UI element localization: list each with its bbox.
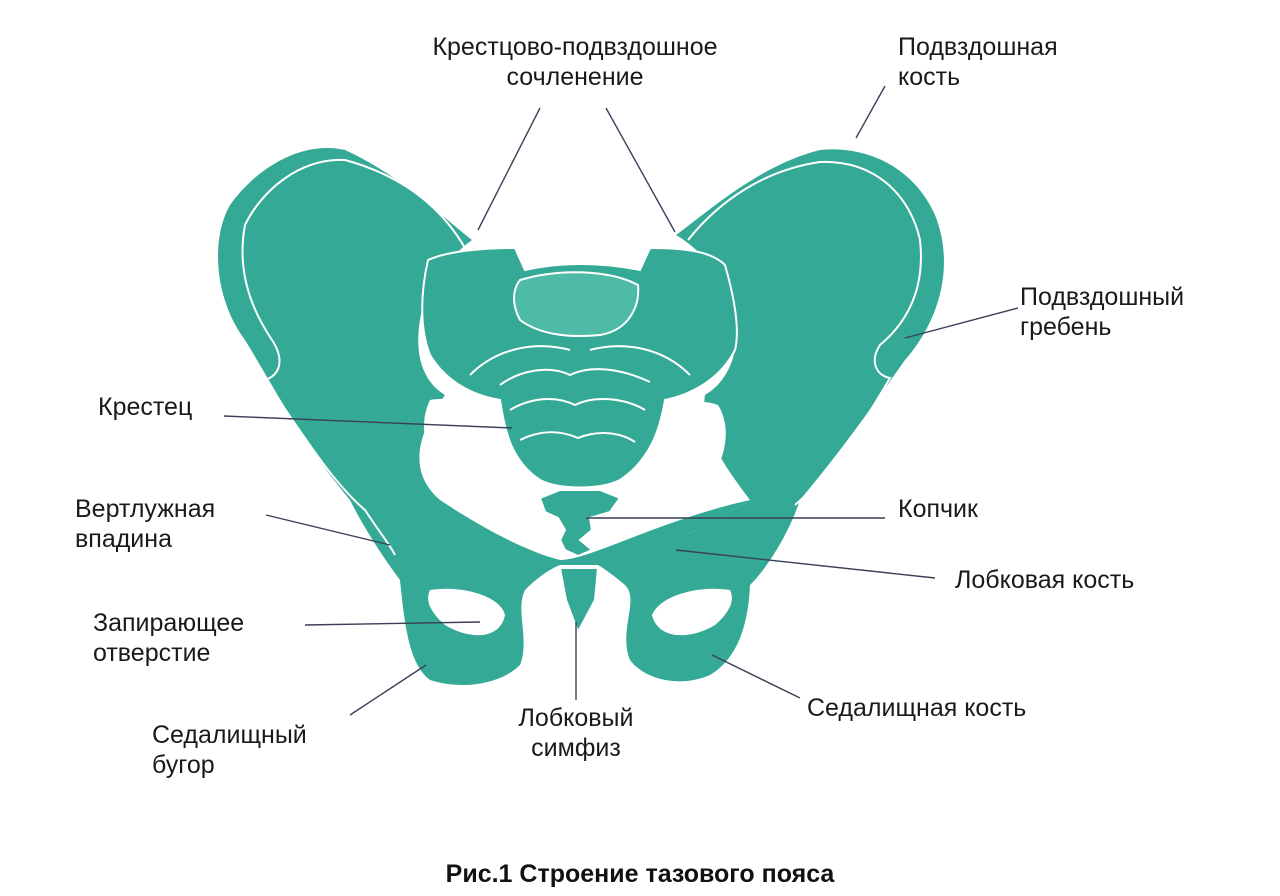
left-pelvic-opening <box>424 399 541 526</box>
label-line: впадина <box>75 525 172 553</box>
label-obturator-foramen: Запирающее отверстие <box>93 608 244 668</box>
label-ischium: Седалищная кость <box>807 693 1026 723</box>
label-sacroiliac-joint: Крестцово-подвздошное сочленение <box>400 32 750 92</box>
coccyx <box>538 489 622 558</box>
label-pubic-bone: Лобковая кость <box>955 565 1134 595</box>
label-line: Подвздошная <box>898 33 1058 61</box>
label-line: Крестцово-подвздошное <box>432 33 718 61</box>
right-pelvic-opening <box>614 401 726 526</box>
sacrum <box>421 246 738 489</box>
leader-sacroiliac-left <box>477 107 541 231</box>
label-line: симфиз <box>531 734 621 762</box>
label-line: Подвздошный <box>1020 283 1185 311</box>
leader-sacrum <box>223 415 513 429</box>
label-ilium: Подвздошная кость <box>898 32 1058 92</box>
label-line: Крестец <box>98 393 193 421</box>
left-iliac-inner-outline <box>241 158 466 556</box>
label-line: бугор <box>152 751 215 779</box>
label-line: отверстие <box>93 639 211 667</box>
leader-ilium <box>855 85 886 139</box>
label-acetabulum: Вертлужная впадина <box>75 494 215 554</box>
left-obturator-foramen <box>428 588 505 636</box>
sacral-ridge <box>519 431 636 443</box>
leader-acetabulum <box>265 514 391 546</box>
leader-iliac-crest <box>904 307 1019 339</box>
label-line: гребень <box>1020 313 1112 341</box>
label-line: Лобковый <box>518 704 634 732</box>
label-line: Седалищная кость <box>807 694 1027 722</box>
left-hip-bone <box>218 148 750 686</box>
label-line: сочленение <box>506 63 644 91</box>
leader-sacroiliac-right <box>605 107 676 233</box>
label-sacrum: Крестец <box>98 392 192 422</box>
label-pubic-symphysis: Лобковый симфиз <box>476 703 676 763</box>
label-ischial-tuberosity: Седалищный бугор <box>152 720 307 780</box>
sacral-base <box>513 271 640 338</box>
leader-lines <box>223 85 1019 716</box>
leader-ischial-tuberosity <box>349 664 427 716</box>
label-coccyx: Копчик <box>898 494 978 524</box>
sacral-ridge <box>499 368 651 386</box>
figure-caption: Рис.1 Строение тазового пояса <box>445 860 835 888</box>
leader-pubic-bone <box>675 549 936 579</box>
label-line: Вертлужная <box>75 495 216 523</box>
pubic-symphysis <box>558 567 600 635</box>
sacral-ridge <box>509 398 646 411</box>
label-line: Седалищный <box>152 721 307 749</box>
label-line: кость <box>898 63 961 91</box>
right-hip-bone <box>598 149 944 682</box>
label-line: Копчик <box>898 495 978 523</box>
sacral-ridge <box>469 345 691 376</box>
label-iliac-crest: Подвздошный гребень <box>1020 282 1184 342</box>
leader-obturator <box>304 621 481 626</box>
label-line: Запирающее <box>93 609 245 637</box>
right-obturator-foramen <box>652 588 732 636</box>
right-iliac-inner-outline <box>687 160 922 506</box>
label-line: Лобковая кость <box>955 566 1135 594</box>
leader-ischium <box>711 654 801 699</box>
